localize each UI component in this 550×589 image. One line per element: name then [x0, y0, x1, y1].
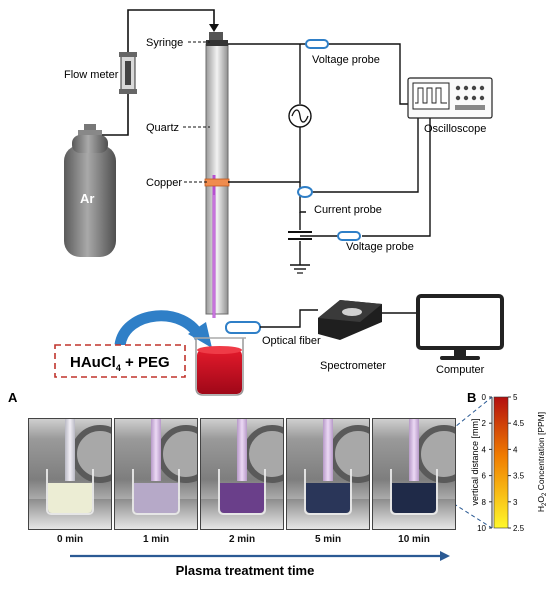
voltage-probe-bottom-icon [337, 231, 361, 241]
fiber-line [260, 309, 318, 328]
panel-b-letter: B [467, 390, 476, 405]
spectrometer-icon [318, 300, 382, 340]
sample-liquid [306, 483, 350, 513]
transfer-arrow-body [114, 310, 206, 347]
plasma-tube [323, 419, 333, 481]
photo-panel [286, 418, 370, 530]
optical-fiber-label: Optical fiber [262, 335, 321, 347]
current-probe-icon [297, 186, 313, 198]
plasma-tube [409, 419, 419, 481]
copper-label: Copper [146, 177, 182, 189]
voltage-probe-bottom-label: Voltage probe [346, 241, 414, 253]
argon-label: Ar [80, 191, 94, 206]
concentration-tick-label: 4.5 [513, 419, 525, 428]
distance-tick-label: 10 [477, 524, 486, 533]
panel-a-letter: A [8, 390, 18, 405]
solution-label: HAuCl4 + PEG [70, 354, 170, 373]
concentration-tick-label: 5 [513, 393, 518, 402]
time-label: 0 min [56, 534, 84, 545]
time-label: 2 min [228, 534, 256, 545]
solution-box [54, 344, 186, 378]
plasma-tube [65, 419, 75, 481]
beaker-icon [194, 337, 246, 396]
time-label: 10 min [398, 534, 430, 545]
quartz-label: Quartz [146, 122, 179, 134]
photo-panel [200, 418, 284, 530]
concentration-tick-label: 4 [513, 445, 518, 454]
distance-ticks: 0 2 4 6 8 10 [477, 393, 492, 533]
sample-liquid [392, 483, 436, 513]
colorbar [493, 396, 509, 529]
plasma-tube [151, 419, 161, 481]
oscilloscope-icon [407, 77, 493, 119]
sample-liquid [134, 483, 178, 513]
distance-axis-label: vertical distance [mm] [470, 418, 480, 505]
plasma-tube [237, 419, 247, 481]
sample-liquid [48, 483, 92, 513]
computer-icon [416, 294, 504, 360]
photo-panel [28, 418, 112, 530]
ground-icon [290, 264, 310, 274]
concentration-axis-label: H2O2 Concentration [PPM] [536, 412, 548, 512]
concentration-ticks: 5 4.5 4 3.5 3 2.5 [508, 393, 525, 533]
time-label: 1 min [142, 534, 170, 545]
concentration-tick-label: 3 [513, 498, 518, 507]
syringe-label: Syringe [146, 37, 183, 49]
source-wire-bottom [228, 127, 301, 183]
current-probe-wire [312, 118, 419, 193]
time-axis-title: Plasma treatment time [176, 563, 315, 578]
time-label: 5 min [314, 534, 342, 545]
voltage-probe-top-label: Voltage probe [312, 54, 380, 66]
photo-panel [372, 418, 456, 530]
optical-fiber-icon [225, 321, 261, 334]
concentration-tick-label: 2.5 [513, 524, 525, 533]
distance-tick-label: 8 [482, 498, 487, 507]
distance-tick-label: 0 [482, 393, 487, 402]
spectrometer-label: Spectrometer [320, 360, 386, 372]
concentration-tick-label: 3.5 [513, 472, 525, 481]
sample-liquid [220, 483, 264, 513]
copper-electrode [204, 178, 230, 187]
voltage-probe-top-icon [305, 39, 329, 49]
computer-label: Computer [436, 364, 485, 376]
oscilloscope-label: Oscilloscope [424, 123, 486, 135]
transfer-arrow-head [188, 322, 212, 348]
sine-wave-icon [291, 109, 309, 123]
distance-tick-label: 4 [482, 445, 487, 454]
time-arrow-head [440, 551, 450, 561]
voltage-probe-wire-bottom [300, 118, 431, 237]
gas-line-arrowhead [209, 24, 219, 32]
distance-tick-label: 6 [482, 472, 487, 481]
voltage-probe-wire-top [228, 43, 412, 105]
flow-meter-label: Flow meter [64, 69, 119, 81]
argon-cylinder-icon [64, 124, 116, 257]
distance-tick-label: 2 [482, 419, 487, 428]
flow-meter-icon [119, 52, 137, 94]
quartz-tube [205, 32, 229, 318]
photo-panel [114, 418, 198, 530]
current-probe-label: Current probe [314, 204, 382, 216]
